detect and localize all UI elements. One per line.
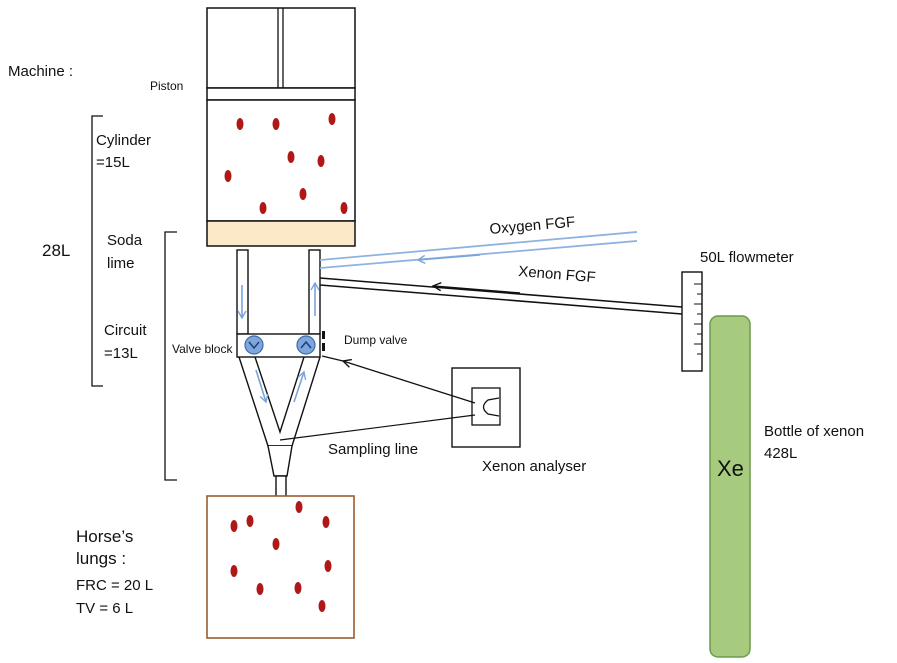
gas-dot xyxy=(340,202,348,214)
sampling-line-label: Sampling line xyxy=(328,441,418,458)
circuit-label: Circuit xyxy=(104,322,147,339)
flowmeter-label: 50L flowmeter xyxy=(700,249,794,266)
gas-dot xyxy=(322,516,330,528)
gas-dot xyxy=(272,538,280,550)
bottle-label: Bottle of xenon xyxy=(764,423,864,440)
gas-dot xyxy=(299,188,307,200)
lungs-gas-dots xyxy=(230,501,332,612)
gas-dot xyxy=(324,560,332,572)
expiratory-valve-icon xyxy=(296,335,316,355)
gas-dot xyxy=(272,118,280,130)
gas-dot xyxy=(256,583,264,595)
lungs-label-line2: lungs : xyxy=(76,549,126,568)
inspiratory-valve-icon xyxy=(244,335,264,355)
y-piece xyxy=(238,356,321,499)
cylinder-gas-dots xyxy=(224,113,348,214)
xenon-bottle xyxy=(709,315,751,658)
gas-dot xyxy=(246,515,254,527)
lungs-tv-label: TV = 6 L xyxy=(76,600,133,617)
cylinder-volume-label: =15L xyxy=(96,154,130,171)
xenon-analyser xyxy=(451,367,521,448)
xenon-fgf-line xyxy=(319,277,683,315)
gas-dot xyxy=(236,118,244,130)
lungs-label-line1: Horse’s xyxy=(76,527,133,546)
xenon-analyser-label: Xenon analyser xyxy=(482,458,586,475)
valve-block xyxy=(236,333,321,358)
gas-dot xyxy=(230,565,238,577)
valve-block-label: Valve block xyxy=(172,342,233,356)
oxygen-fgf-line xyxy=(319,231,638,269)
dump-valve xyxy=(322,331,325,351)
gas-dot xyxy=(259,202,267,214)
lime-label: lime xyxy=(107,255,135,272)
total-volume-label: 28L xyxy=(42,241,70,260)
circuit-volume-label: =13L xyxy=(104,345,138,362)
piston-plate xyxy=(206,87,356,101)
bracket-28l xyxy=(91,115,103,387)
bottle-volume-label: 428L xyxy=(764,445,797,462)
oxygen-fgf-label: Oxygen FGF xyxy=(489,214,576,238)
xenon-fgf-label: Xenon FGF xyxy=(518,263,597,286)
bottle-symbol-label: Xe xyxy=(717,456,744,481)
gas-dot xyxy=(328,113,336,125)
soda-lime-canister xyxy=(206,220,356,247)
gas-dot xyxy=(287,151,295,163)
piston-label: Piston xyxy=(150,79,183,93)
piston-housing xyxy=(206,7,356,89)
gas-dot xyxy=(294,582,302,594)
gas-dot xyxy=(318,600,326,612)
dump-valve-label: Dump valve xyxy=(344,333,408,347)
flow-arrow xyxy=(255,369,269,404)
gas-dot xyxy=(224,170,232,182)
horse-lungs-box xyxy=(206,495,355,639)
gas-dot xyxy=(317,155,325,167)
flowmeter xyxy=(681,271,703,372)
lungs-frc-label: FRC = 20 L xyxy=(76,577,153,594)
gas-dot xyxy=(230,520,238,532)
cylinder-label: Cylinder xyxy=(96,132,151,149)
sampling-line xyxy=(279,355,476,441)
gas-dot xyxy=(295,501,303,513)
flow-arrow xyxy=(293,370,307,403)
soda-label: Soda xyxy=(107,232,143,249)
bracket-circuit xyxy=(164,231,177,481)
machine-label: Machine : xyxy=(8,63,73,80)
